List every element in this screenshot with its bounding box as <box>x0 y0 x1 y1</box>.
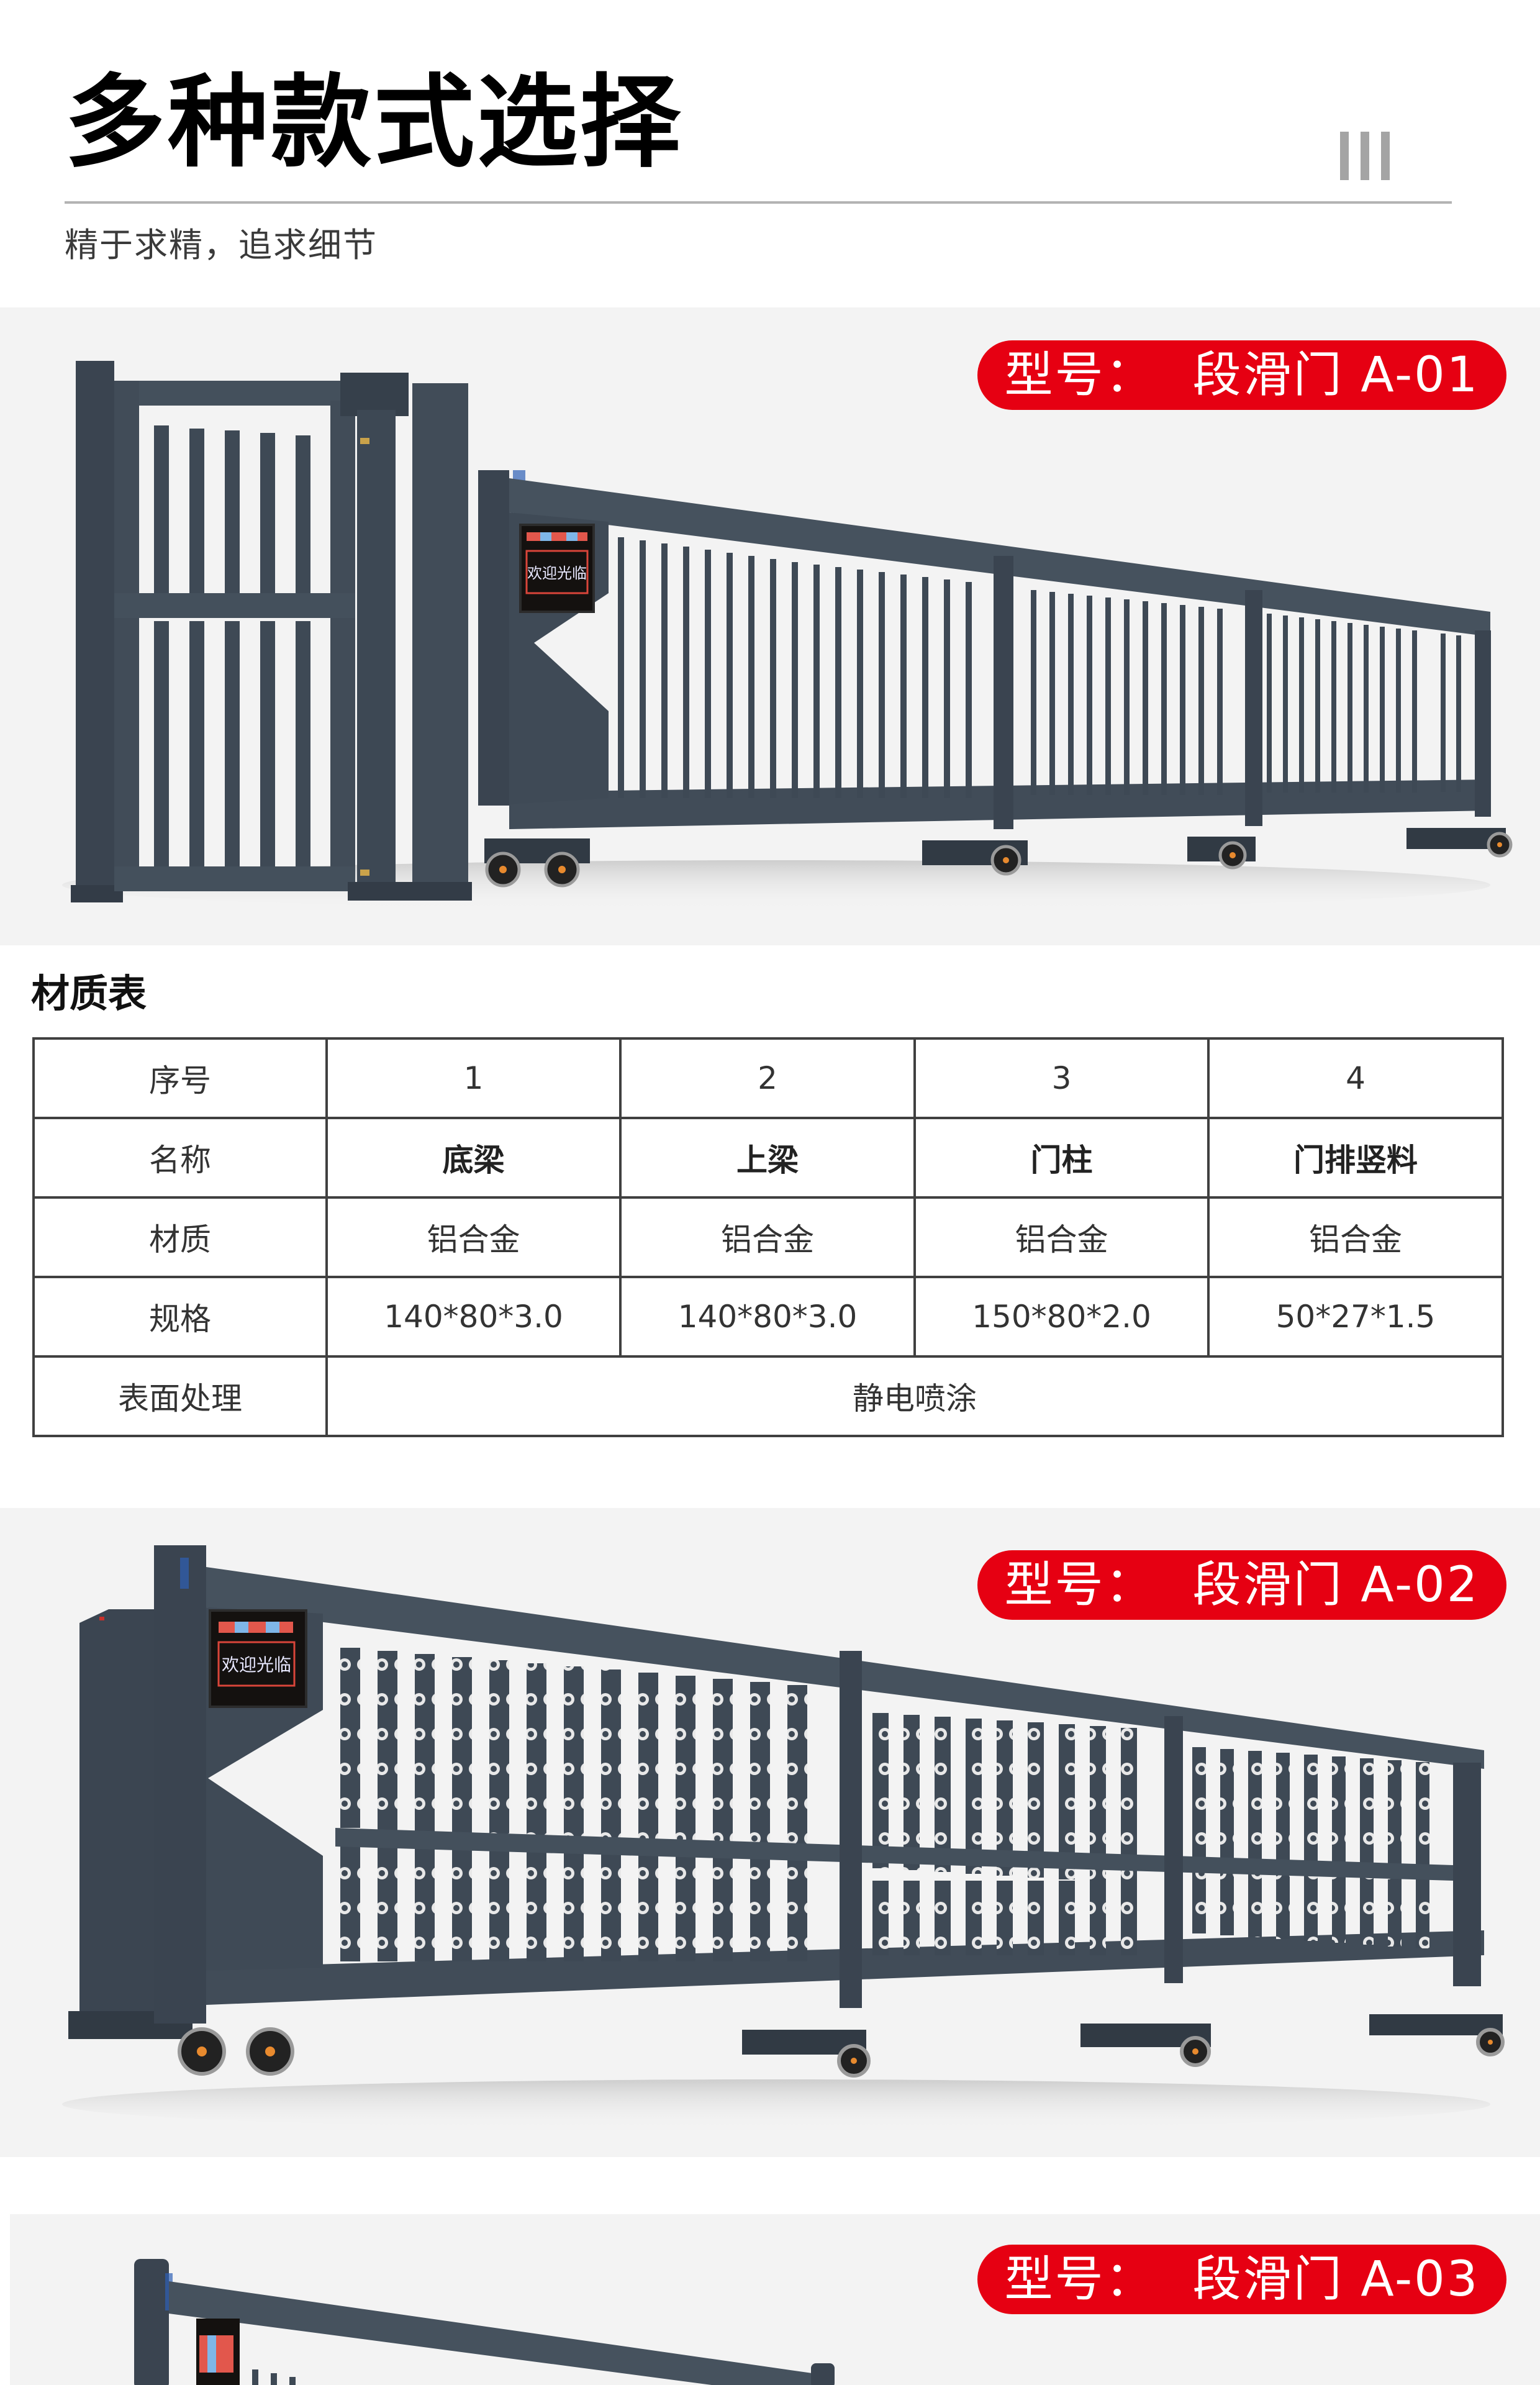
row-header: 规格 <box>32 1276 328 1358</box>
table-cell: 铝合金 <box>325 1196 622 1278</box>
table-cell: 铝合金 <box>1207 1196 1504 1278</box>
table-cell: 1 <box>325 1037 622 1119</box>
sliding-gate-a03-image <box>134 2259 835 2385</box>
product-section-a03: 型号： 段滑门 A-03 <box>10 2214 1540 2385</box>
model-badge-a01: 型号： 段滑门 A-01 <box>977 340 1506 410</box>
badge-model: 段滑门 A-02 <box>1192 1557 1480 1613</box>
material-table: 序号 1 2 3 4 名称 底梁 上梁 门柱 门排竖料 材质 铝合金 铝合金 铝… <box>32 1037 1504 1437</box>
table-cell: 2 <box>619 1037 916 1119</box>
header-divider <box>65 201 1452 204</box>
table-row-index: 序号 1 2 3 4 <box>32 1037 1504 1119</box>
row-header: 表面处理 <box>32 1355 328 1437</box>
row-header: 材质 <box>32 1196 328 1278</box>
material-table-title: 材质表 <box>31 971 147 1016</box>
table-cell: 50*27*1.5 <box>1207 1276 1504 1358</box>
triple-bar-decoration-icon <box>1340 132 1391 180</box>
led-sign-text: 欢迎光临 <box>527 565 587 582</box>
table-cell: 3 <box>913 1037 1210 1119</box>
badge-label: 型号： <box>1004 347 1156 403</box>
table-cell: 140*80*3.0 <box>325 1276 622 1358</box>
table-cell: 4 <box>1207 1037 1504 1119</box>
table-row-surface: 表面处理 静电喷涂 <box>32 1355 1504 1437</box>
table-row-spec: 规格 140*80*3.0 140*80*3.0 150*80*2.0 50*2… <box>32 1276 1504 1358</box>
badge-label: 型号： <box>1004 1557 1156 1613</box>
table-cell: 150*80*2.0 <box>913 1276 1210 1358</box>
table-cell: 底梁 <box>325 1117 622 1199</box>
table-cell: 门柱 <box>913 1117 1210 1199</box>
row-header: 序号 <box>32 1037 328 1119</box>
table-cell: 140*80*3.0 <box>619 1276 916 1358</box>
row-header: 名称 <box>32 1117 328 1199</box>
table-row-name: 名称 底梁 上梁 门柱 门排竖料 <box>32 1117 1504 1199</box>
model-badge-a03: 型号： 段滑门 A-03 <box>977 2245 1506 2314</box>
page-title: 多种款式选择 <box>65 65 683 181</box>
sliding-gate-a01-image: 欢迎光临 <box>62 361 1513 910</box>
table-cell: 铝合金 <box>913 1196 1210 1278</box>
table-row-material: 材质 铝合金 铝合金 铝合金 铝合金 <box>32 1196 1504 1278</box>
table-cell: 铝合金 <box>619 1196 916 1278</box>
led-sign-text: 欢迎光临 <box>222 1655 291 1675</box>
model-badge-a02: 型号： 段滑门 A-02 <box>977 1550 1506 1620</box>
table-cell: 门排竖料 <box>1207 1117 1504 1199</box>
badge-model: 段滑门 A-03 <box>1192 2251 1480 2307</box>
table-cell-merged: 静电喷涂 <box>325 1355 1504 1437</box>
badge-model: 段滑门 A-01 <box>1192 347 1480 403</box>
page-subtitle: 精于求精，追求细节 <box>65 225 378 265</box>
badge-label: 型号： <box>1004 2251 1156 2307</box>
product-section-a02: 欢迎光临 <box>0 1508 1540 2157</box>
sliding-gate-a02-image: 欢迎光临 <box>62 1545 1505 2129</box>
table-cell: 上梁 <box>619 1117 916 1199</box>
product-section-a01: 欢迎光临 <box>0 307 1540 945</box>
